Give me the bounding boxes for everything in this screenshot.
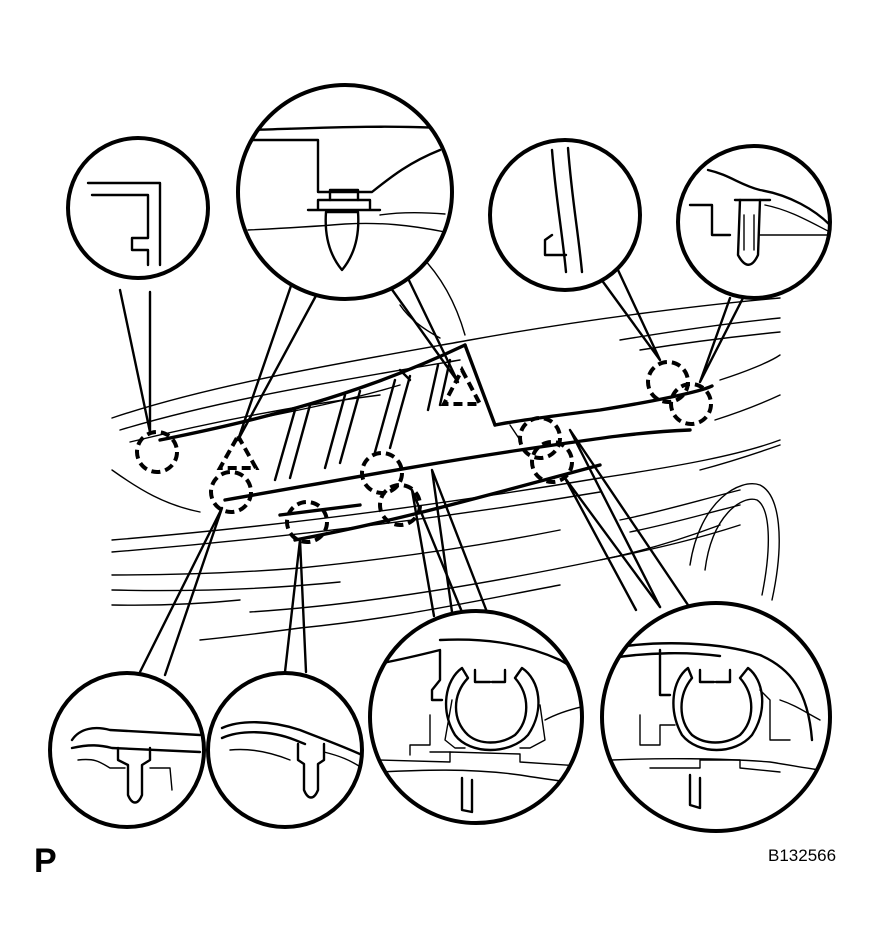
clip-marker	[209, 470, 253, 514]
clip-marker-triangle	[216, 431, 260, 470]
clip-marker-triangle	[440, 365, 484, 406]
clip-marker	[646, 360, 690, 404]
callout-detail-8	[600, 601, 832, 833]
callout-detail-7	[368, 609, 584, 825]
vehicle-body-outline	[111, 254, 781, 641]
clip-marker	[285, 500, 329, 544]
callout-detail-1	[66, 136, 210, 280]
clip-marker	[135, 430, 179, 474]
clip-location-markers	[135, 360, 713, 544]
callout-detail-2	[236, 83, 454, 301]
clip-marker	[669, 382, 713, 426]
clip-marker	[518, 416, 562, 460]
callout-detail-4	[676, 144, 832, 300]
clip-marker	[378, 483, 422, 527]
leader-lines	[118, 268, 746, 677]
callout-detail-5	[48, 671, 206, 829]
callout-detail-6	[206, 671, 364, 829]
figure-id: B132566	[768, 846, 837, 865]
clip-marker	[530, 440, 574, 484]
callout-detail-3	[488, 138, 642, 292]
corner-letter: P	[34, 842, 57, 880]
